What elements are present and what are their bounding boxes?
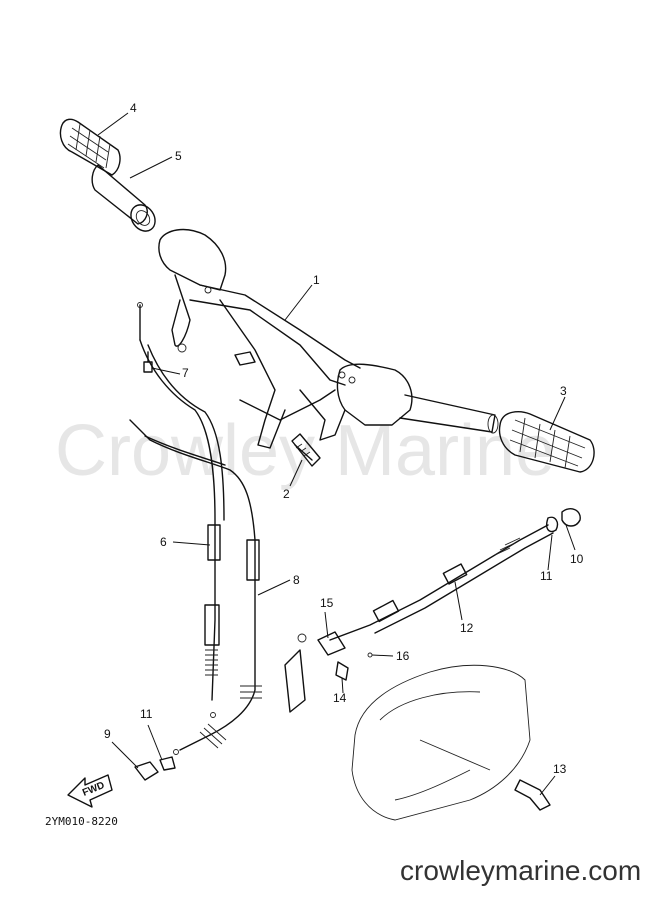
screw-drawing	[143, 351, 153, 373]
handlebar-drawing	[158, 228, 499, 449]
engine-case-drawing	[351, 664, 551, 821]
choke-cable-drawing	[129, 419, 262, 755]
callout-14: 14	[333, 691, 347, 705]
throttle-grip-drawing	[91, 164, 156, 232]
callout-8: 8	[293, 573, 300, 587]
left-grip-drawing	[59, 118, 121, 176]
callout-1: 1	[313, 273, 320, 287]
footer-site-text: crowleymarine.com	[400, 855, 641, 886]
diagram-code: 2YM010-8220	[45, 815, 118, 828]
callout-7: 7	[182, 366, 189, 380]
callout-6: 6	[160, 535, 167, 549]
callout-11-lower: 11	[140, 707, 153, 721]
bolt-drawing	[291, 433, 321, 467]
callout-10: 10	[570, 552, 584, 566]
throttle-cable-drawing	[137, 302, 225, 718]
starter-cable-drawing	[329, 508, 581, 641]
cable-bracket-drawing	[284, 631, 373, 713]
watermark-text: Crowley Marine	[55, 411, 555, 491]
callout-11-upper: 11	[540, 569, 553, 583]
callout-13: 13	[553, 762, 567, 776]
callout-4: 4	[130, 101, 137, 115]
forward-direction-marker: FWD	[67, 774, 113, 808]
right-grip-drawing	[498, 411, 595, 473]
callout-2: 2	[283, 487, 290, 501]
callout-5: 5	[175, 149, 182, 163]
nut-and-clip-drawing	[134, 756, 176, 781]
callout-3: 3	[560, 384, 567, 398]
callout-12: 12	[460, 621, 474, 635]
callout-15: 15	[320, 596, 334, 610]
callout-16: 16	[396, 649, 410, 663]
callout-9: 9	[104, 727, 111, 741]
